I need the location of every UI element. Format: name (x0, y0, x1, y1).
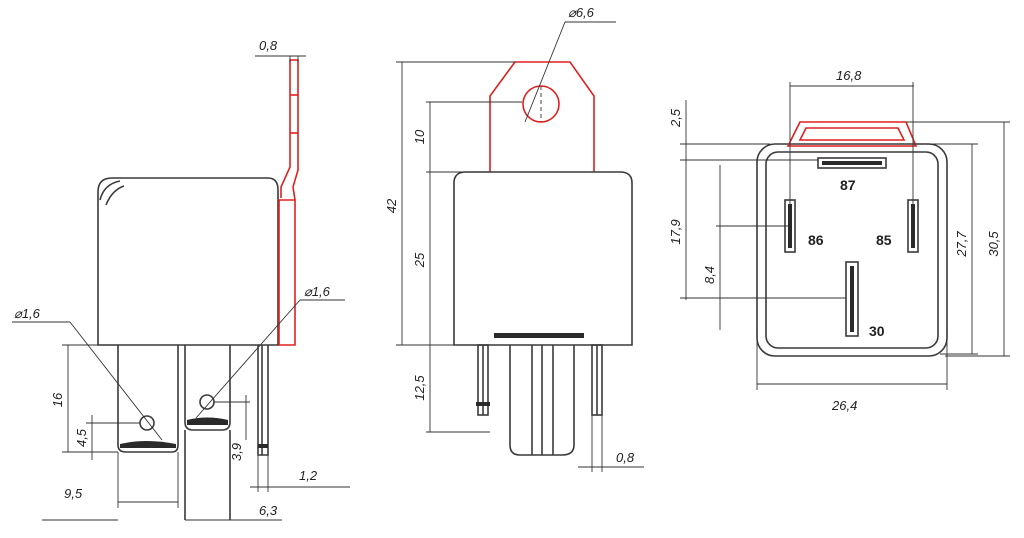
front-dim-body-height: 25 (412, 252, 427, 268)
front-view-mount-tab (489, 61, 595, 172)
side-view-pins (117, 345, 269, 520)
side-view-pin-right (257, 345, 269, 456)
front-dim-mount-hole: ⌀6,6 (568, 5, 595, 20)
side-view-hole-right (199, 394, 215, 410)
front-view: ⌀6,6 42 10 25 12,5 0,8 (384, 5, 644, 472)
bottom-view: 87 86 85 30 16,8 2,5 17,9 8,4 27,7 30,5 (668, 68, 1010, 413)
side-view-mount-flange (278, 199, 296, 346)
bottom-view-inner (765, 151, 939, 349)
front-dim-pin-length: 12,5 (412, 375, 427, 401)
bottom-dim-pin-row-a: 17,9 (668, 219, 683, 244)
bottom-view-outer (756, 143, 948, 357)
front-dim-tab-height: 10 (412, 129, 427, 144)
side-view-tab (280, 59, 299, 201)
bottom-view-pin-30-slot (845, 261, 859, 337)
bottom-dim-outer-height: 30,5 (986, 231, 1001, 257)
bottom-dim-inner-height: 27,7 (954, 231, 969, 258)
side-view-pin-middle (184, 345, 231, 431)
pin-label-87: 87 (840, 177, 856, 193)
side-dim-pin-height: 16 (50, 392, 65, 407)
side-dim-hole-left: ⌀1,6 (14, 306, 41, 321)
side-dim-pin-width-a: 1,2 (299, 468, 318, 483)
side-dim-hole-right: ⌀1,6 (304, 284, 331, 299)
side-view-body (97, 177, 279, 346)
side-dim-hole-offset: 4,5 (74, 428, 89, 447)
front-dim-total-height: 42 (384, 198, 399, 213)
side-dim-pin-spacing: 9,5 (64, 486, 83, 501)
side-dim-top-thickness: 0,8 (259, 38, 278, 53)
pin-label-85: 85 (876, 232, 892, 248)
side-view: 0,8 ⌀1,6 ⌀1,6 16 (12, 38, 350, 521)
bottom-view-tab (786, 121, 918, 147)
side-dim-pin-width-b: 6,3 (259, 503, 278, 518)
pin-label-30: 30 (869, 323, 885, 339)
side-dim-small-offset: 3,9 (229, 443, 244, 461)
side-view-corner-latch (99, 180, 125, 206)
pin-label-86: 86 (808, 232, 824, 248)
bottom-view-pin-87-slot (817, 157, 887, 169)
bottom-dim-top-width: 16,8 (836, 68, 862, 83)
front-view-body (453, 171, 633, 346)
side-view-hole-left (139, 415, 155, 431)
front-view-center-pins (509, 345, 575, 456)
side-view-pin-left (117, 345, 179, 453)
bottom-dim-outer-width: 26,4 (831, 398, 857, 413)
bottom-dim-pin-row-b: 8,4 (702, 266, 717, 284)
bottom-dim-offset-top: 2,5 (668, 108, 683, 128)
front-dim-pin-thickness: 0,8 (616, 450, 635, 465)
